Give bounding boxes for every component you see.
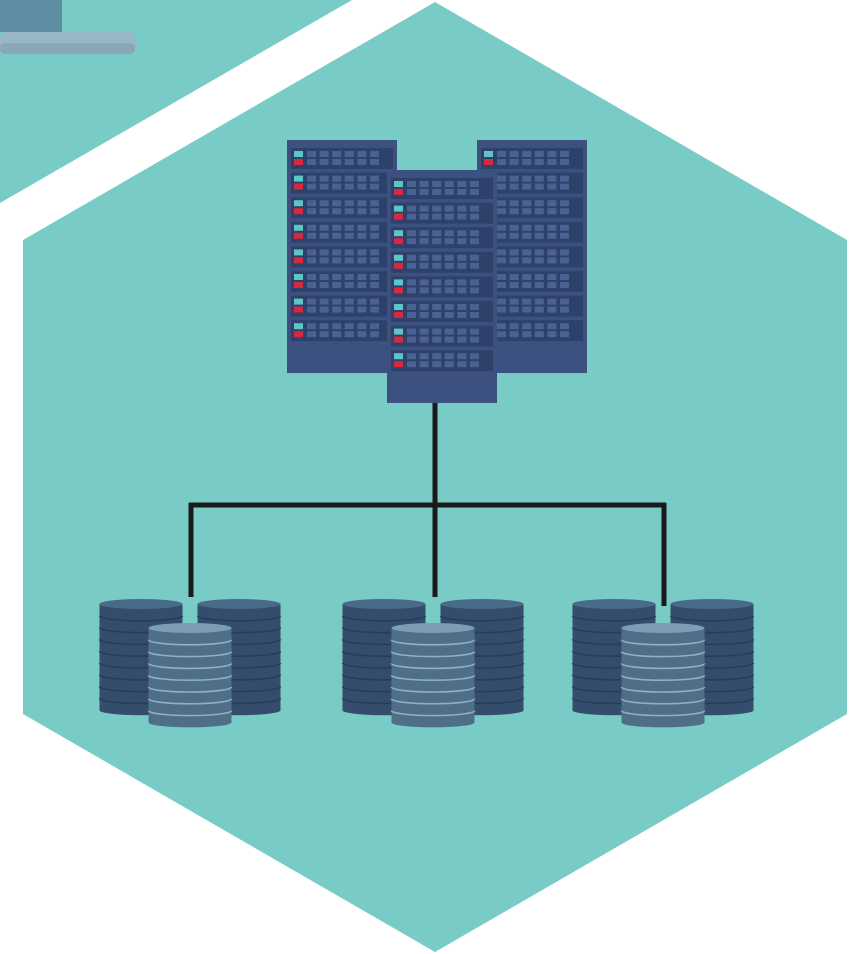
status-led-icon [294, 257, 303, 264]
status-led-icon [294, 298, 303, 305]
status-led-icon [294, 224, 303, 231]
status-led-icon [294, 232, 303, 239]
connector-tree [188, 403, 667, 606]
status-led-icon [294, 151, 303, 157]
rack-unit [391, 350, 493, 372]
status-led-icon [394, 279, 403, 286]
rack-unit [481, 271, 583, 292]
status-led-icon [394, 189, 403, 195]
status-led-icon [394, 287, 403, 294]
status-led-icon [394, 312, 403, 318]
database-group-left [98, 599, 282, 728]
status-led-icon [294, 282, 303, 288]
rack-unit [291, 246, 393, 268]
database-stack-front [620, 623, 706, 728]
status-led-icon [394, 213, 403, 220]
rack-unit [291, 320, 393, 342]
status-led-icon [484, 159, 493, 165]
status-led-icon [294, 274, 303, 280]
database-group-right [571, 599, 755, 728]
database-icon [670, 599, 754, 609]
rack-unit [291, 148, 393, 169]
database-groups [98, 599, 755, 728]
rack-unit [391, 178, 493, 199]
server-rack-center [387, 170, 497, 403]
status-led-icon [294, 306, 303, 313]
status-led-icon [394, 254, 403, 261]
status-led-icon [294, 331, 303, 338]
rack-unit [481, 148, 583, 169]
database-group-center [341, 599, 525, 728]
laptop-icon [0, 0, 135, 54]
status-led-icon [394, 353, 403, 360]
rack-unit [291, 271, 393, 292]
status-led-icon [394, 238, 403, 245]
status-led-icon [294, 159, 303, 165]
database-icon [440, 599, 524, 609]
status-led-icon [394, 328, 403, 335]
server-rack-left [287, 140, 397, 373]
database-icon [148, 623, 232, 633]
rack-unit [391, 325, 493, 347]
status-led-icon [484, 151, 493, 157]
database-icon [621, 623, 705, 633]
database-icon [99, 599, 183, 609]
rack-unit [481, 197, 583, 219]
rack-unit [391, 251, 493, 273]
database-icon [391, 623, 475, 633]
rack-unit [391, 301, 493, 322]
rack-unit [481, 172, 583, 194]
status-led-icon [394, 181, 403, 187]
database-stack-back [341, 599, 427, 716]
status-led-icon [294, 249, 303, 256]
status-led-icon [394, 205, 403, 212]
status-led-icon [294, 183, 303, 190]
database-icon [197, 599, 281, 609]
server-racks [287, 140, 587, 403]
status-led-icon [394, 262, 403, 269]
rack-unit [391, 202, 493, 224]
database-stack-front [390, 623, 476, 728]
status-led-icon [394, 336, 403, 343]
database-icon [572, 599, 656, 609]
rack-unit [481, 320, 583, 342]
database-icon [342, 599, 426, 609]
status-led-icon [294, 208, 303, 215]
status-led-icon [294, 175, 303, 182]
status-led-icon [394, 361, 403, 368]
rack-unit [291, 221, 393, 243]
status-led-icon [294, 200, 303, 207]
database-stack-front [147, 623, 233, 728]
rack-unit [291, 172, 393, 194]
status-led-icon [394, 304, 403, 310]
rack-unit [391, 227, 493, 249]
rack-unit [391, 276, 493, 298]
rack-unit [291, 295, 393, 317]
status-led-icon [294, 323, 303, 330]
rack-unit [291, 197, 393, 219]
status-led-icon [394, 230, 403, 237]
